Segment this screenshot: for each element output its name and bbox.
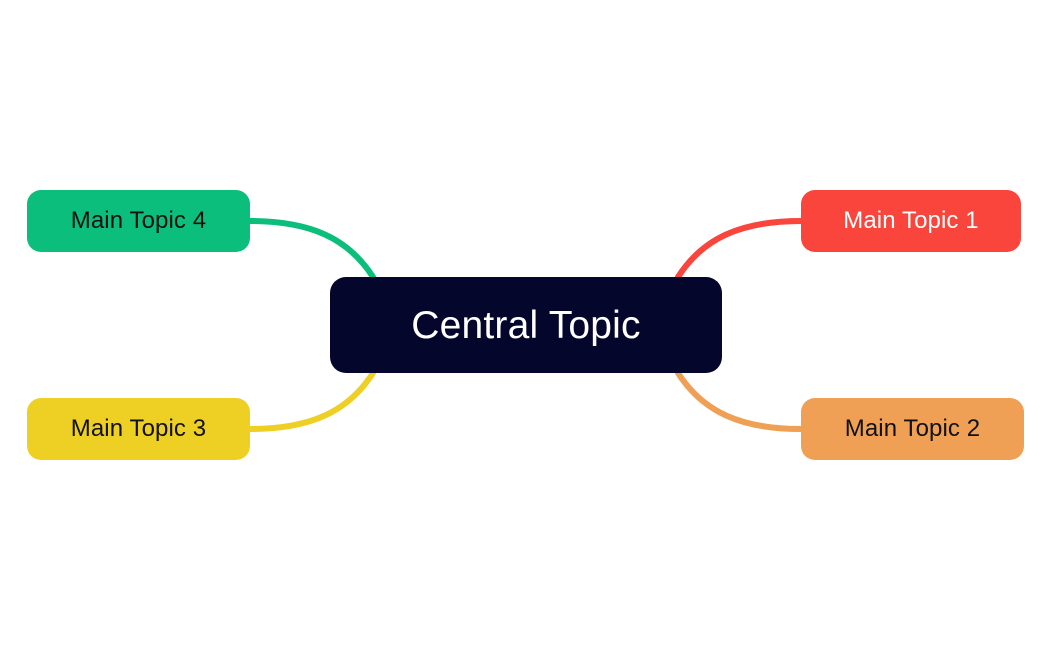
connector-topic-4 bbox=[247, 218, 376, 280]
main-topic-3-node[interactable]: Main Topic 3 bbox=[27, 398, 250, 460]
main-topic-1-node[interactable]: Main Topic 1 bbox=[801, 190, 1021, 252]
main-topic-3-label: Main Topic 3 bbox=[70, 415, 207, 442]
connector-topic-2 bbox=[675, 370, 804, 432]
connector-topic-1 bbox=[675, 218, 804, 280]
central-topic-label: Central Topic bbox=[411, 303, 641, 347]
main-topic-2-node[interactable]: Main Topic 2 bbox=[801, 398, 1024, 460]
central-topic-node[interactable]: Central Topic bbox=[330, 277, 722, 373]
main-topic-4-node[interactable]: Main Topic 4 bbox=[27, 190, 250, 252]
main-topic-1-label: Main Topic 1 bbox=[843, 207, 979, 234]
connector-topic-3 bbox=[247, 370, 376, 432]
main-topic-2-label: Main Topic 2 bbox=[844, 415, 981, 442]
main-topic-4-label: Main Topic 4 bbox=[70, 207, 207, 234]
